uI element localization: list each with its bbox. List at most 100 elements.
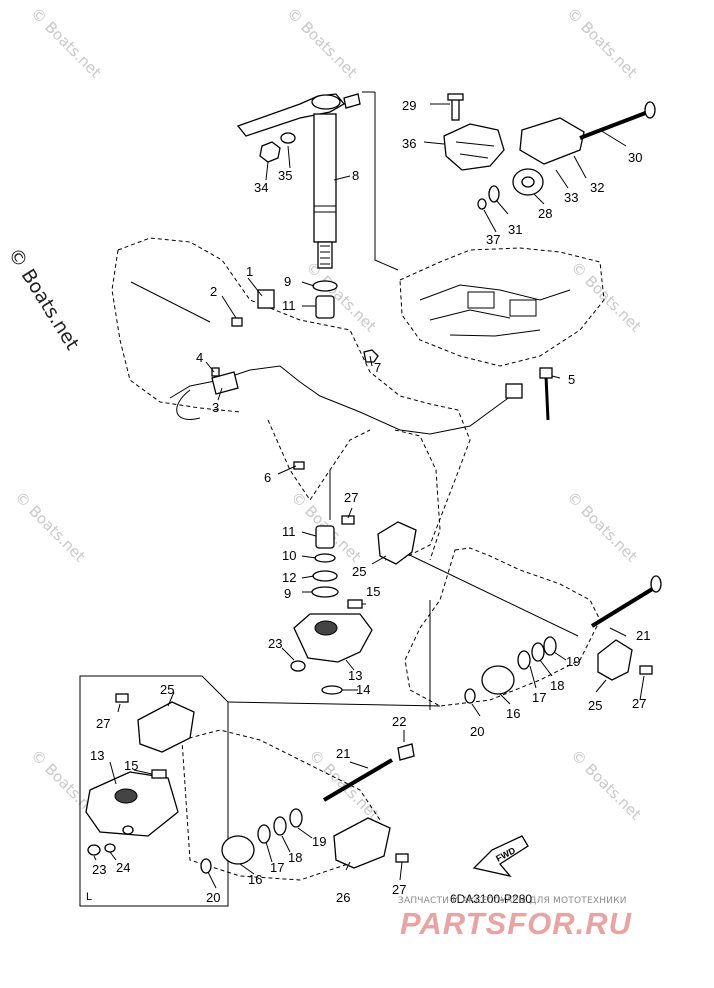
washer [311,586,339,598]
diagram-code: 6DA3100-P280 [450,892,533,906]
inset-casing-outline [181,729,381,881]
nut [290,660,306,672]
callout-i17: 17 [270,860,284,875]
bushing [315,295,335,319]
through-bolt [590,586,656,628]
callout-i13: 13 [90,748,104,763]
connector [505,383,523,399]
callout-c13: 13 [348,668,362,683]
washer [464,688,476,704]
washer [531,642,545,662]
yoke-hole [122,825,134,835]
rubber-mount [481,665,515,695]
through-bolt-head [650,575,662,593]
nut [87,844,101,856]
callout-c25a: 25 [352,564,366,579]
callout-c36: 36 [402,136,416,151]
callout-i23: 23 [92,862,106,877]
reference-line [394,547,579,637]
washer [289,808,303,828]
lead-wire [176,389,201,420]
callout-i15: 15 [124,758,138,773]
inset-frame [79,675,229,907]
nut [363,349,379,363]
callout-i27a: 27 [96,716,110,731]
upper-mount-damper [443,123,505,171]
reference-line [130,281,211,323]
callout-c11b: 11 [282,524,296,539]
callout-c2: 2 [210,284,217,299]
bolt-head [447,93,464,101]
washer [312,280,338,292]
callout-c28: 28 [538,206,552,221]
callout-c15: 15 [366,584,380,599]
washer [257,824,271,844]
through-bolt-head [644,101,656,119]
yoke-bore [314,620,338,636]
screw [293,461,305,470]
washer [104,843,116,853]
callout-i24: 24 [116,860,130,875]
through-bolt [322,758,394,802]
washer [273,816,287,836]
collar [477,198,487,210]
callout-c20: 20 [470,724,484,739]
callout-i19: 19 [312,834,326,849]
washer [200,858,212,874]
rubber-mount [221,835,255,865]
screw [211,367,220,377]
inset-label: L [86,891,92,903]
shaft-spline [317,241,333,269]
washer [280,132,296,144]
fwd-arrow-icon [472,835,529,878]
callout-c1: 1 [246,264,253,279]
bolt [341,515,355,525]
callout-c7: 7 [374,360,381,375]
callout-c37: 37 [486,232,500,247]
callout-c11a: 11 [282,298,296,313]
callout-c10: 10 [282,548,296,563]
callout-c34: 34 [254,180,268,195]
callout-c33: 33 [564,190,578,205]
nut [259,141,281,163]
bushing [315,525,335,549]
steering-shaft [313,113,337,243]
bolt [639,665,653,675]
mount-cover [377,521,417,565]
callout-i27b: 27 [392,882,406,897]
callout-c29: 29 [402,98,416,113]
washer [543,636,557,656]
inset-steering-yoke [85,771,179,837]
callout-i18: 18 [288,850,302,865]
inset-mount-cover [137,701,195,753]
shop-brand-logo: PARTSFOR.RU [400,906,633,941]
steering-arm-tip [343,93,361,109]
callout-i26: 26 [336,890,350,905]
callout-c23: 23 [268,636,282,651]
callout-c4: 4 [196,350,203,365]
callout-i16: 16 [248,872,262,887]
bracket-outline [394,429,441,561]
mount-cover [597,639,633,681]
callout-layer: 1234567891111101291314151617181920212325… [90,98,650,905]
washer [488,185,500,203]
steering-yoke [293,613,373,663]
bolt [451,97,460,121]
callout-c25b: 25 [588,698,602,713]
callout-c5: 5 [568,372,575,387]
callout-c9b: 9 [284,586,291,601]
upper-casing-outline [399,247,605,367]
reference-line [362,91,399,271]
callout-c8: 8 [352,168,359,183]
shop-caption: ЗАПЧАСТИ И АКСЕССУАРЫ ДЛЯ МОТОТЕХНИКИ [398,896,627,906]
casing-pocket [467,291,495,309]
callout-c27a: 27 [344,490,358,505]
cable-band-head [539,367,553,379]
grease-nipple [347,599,363,609]
callout-c27b: 27 [632,696,646,711]
callout-leaders [93,103,645,889]
circlip [321,685,343,695]
callout-c14: 14 [356,682,370,697]
